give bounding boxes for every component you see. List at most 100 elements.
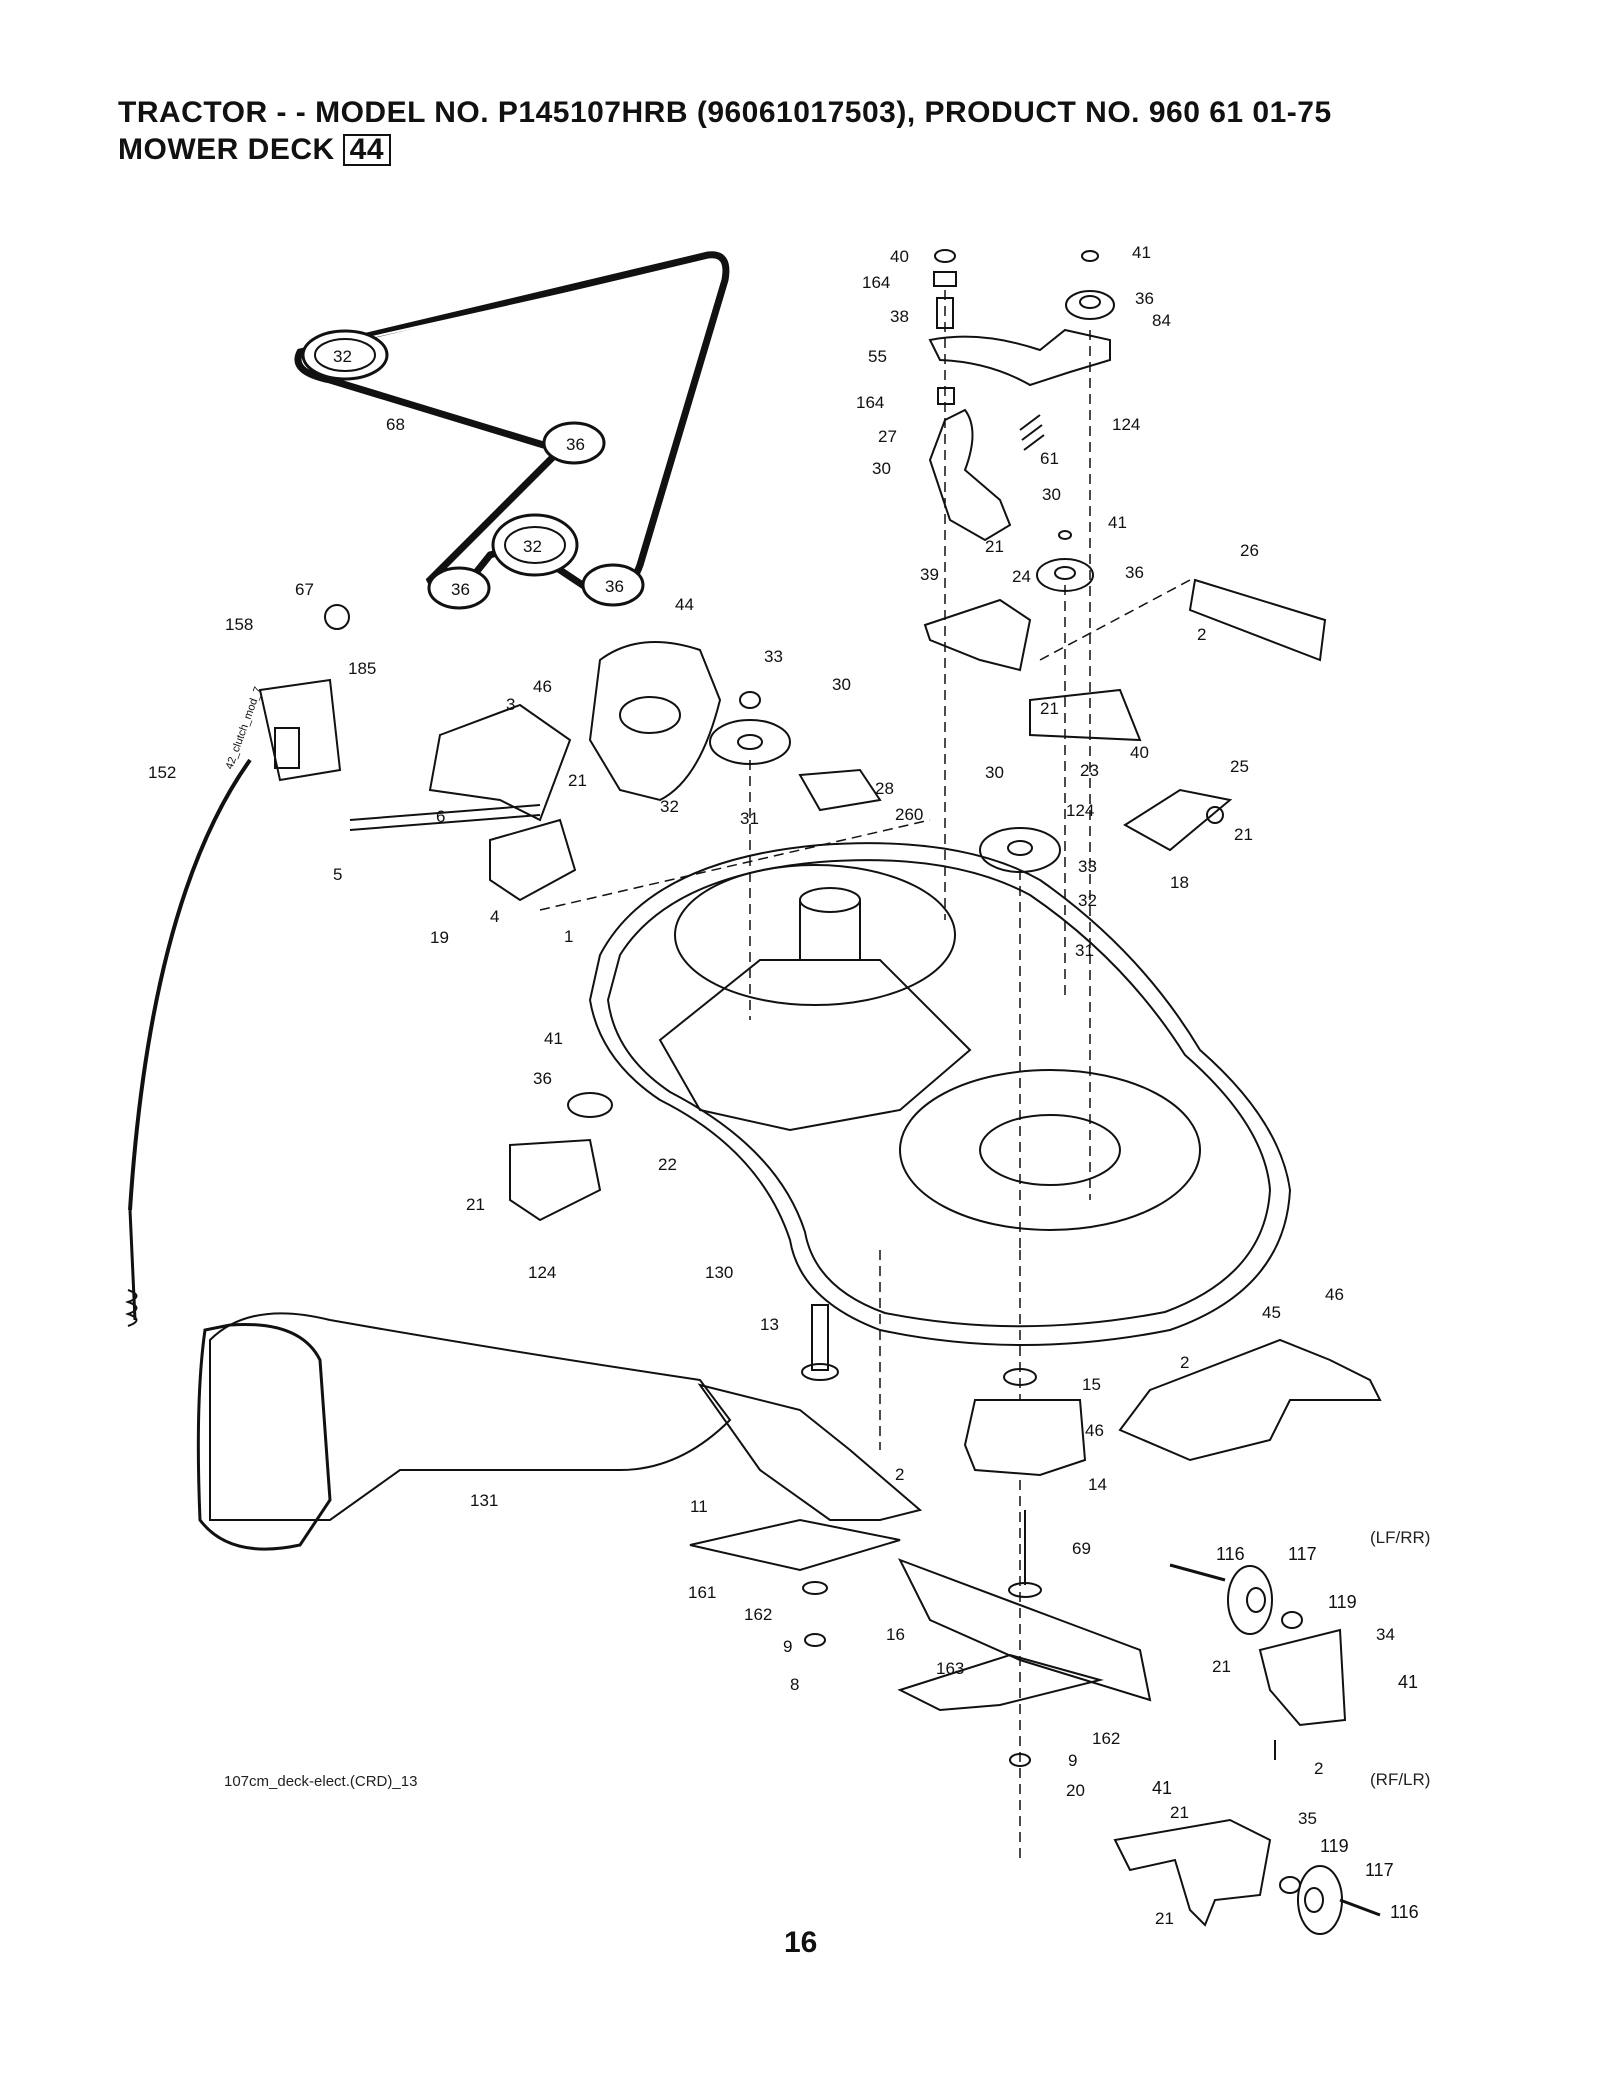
part-label: 32 [333, 347, 352, 366]
part-label: 41 [1108, 513, 1127, 532]
part-label: 22 [658, 1155, 677, 1174]
variant-label-rf-lr: (RF/LR) [1370, 1770, 1431, 1789]
gauge-wheel-assembly-rf [1113, 1818, 1381, 1935]
part-label: 20 [1066, 1781, 1085, 1800]
part-label: 14 [1088, 1475, 1107, 1494]
part-label: 24 [1012, 567, 1031, 586]
part-label: 119 [1320, 1836, 1349, 1856]
discharge-chute [196, 1312, 732, 1551]
part-label: 40 [890, 247, 909, 266]
part-label: 3 [506, 695, 515, 714]
part-label: 30 [872, 459, 891, 478]
part-label: 28 [875, 779, 894, 798]
part-label: 30 [1042, 485, 1061, 504]
part-label: 36 [1135, 289, 1154, 308]
part-label: 40 [1130, 743, 1149, 762]
part-label: 2 [1197, 625, 1206, 644]
part-label: 32 [1078, 891, 1097, 910]
part-label: 36 [451, 580, 470, 599]
part-label: 164 [856, 393, 884, 412]
part-label: 55 [868, 347, 887, 366]
spindles-and-blades [689, 1304, 1152, 1767]
cable-label: 42_clutch_mod_7 [224, 685, 265, 771]
part-label: 16 [886, 1625, 905, 1644]
part-label: 25 [1230, 757, 1249, 776]
part-label: 46 [533, 677, 552, 696]
part-label: 117 [1365, 1860, 1394, 1880]
part-label: 21 [1212, 1657, 1231, 1676]
part-label: 30 [985, 763, 1004, 782]
part-label: 31 [1075, 941, 1094, 960]
part-label: 38 [890, 307, 909, 326]
part-label: 35 [1298, 1809, 1317, 1828]
part-label: 30 [832, 675, 851, 694]
part-label: 61 [1040, 449, 1059, 468]
part-label: 44 [675, 595, 694, 614]
part-label: 84 [1152, 311, 1171, 330]
part-label: 46 [1325, 1285, 1344, 1304]
part-label: 36 [533, 1069, 552, 1088]
part-label: 34 [1376, 1625, 1395, 1644]
part-label: 260 [895, 805, 923, 824]
part-label: 162 [744, 1605, 772, 1624]
part-label: 33 [1078, 857, 1097, 876]
part-label: 117 [1288, 1544, 1317, 1564]
drive-belt-drawing [294, 251, 730, 610]
part-label: 19 [430, 928, 449, 947]
part-label: 185 [348, 659, 376, 678]
mower-deck-housing [588, 842, 1292, 1346]
part-label: 21 [466, 1195, 485, 1214]
part-label: 21 [1170, 1803, 1189, 1822]
part-label: 21 [985, 537, 1004, 556]
belt-shield [1118, 1338, 1382, 1462]
part-label: 130 [705, 1263, 733, 1282]
page-number: 16 [784, 1926, 818, 1959]
part-label: 33 [764, 647, 783, 666]
gauge-wheel-assembly-lf [1169, 1563, 1347, 1760]
part-label: 67 [295, 580, 314, 599]
part-labels: 32 36 32 36 36 68 40 164 38 55 164 41 36… [148, 243, 1419, 1928]
part-label: 36 [605, 577, 624, 596]
part-label: 131 [470, 1491, 498, 1510]
part-label: 124 [1112, 415, 1140, 434]
part-label: 5 [333, 865, 342, 884]
part-label: 45 [1262, 1303, 1281, 1322]
part-label: 124 [528, 1263, 556, 1282]
part-label: 9 [1068, 1751, 1077, 1770]
part-label: 21 [1155, 1909, 1174, 1928]
part-label: 11 [690, 1497, 708, 1516]
part-label: 15 [1082, 1375, 1101, 1394]
part-label: 13 [760, 1315, 779, 1334]
part-label: 124 [1066, 801, 1094, 820]
part-label: 32 [660, 797, 679, 816]
part-label: 8 [790, 1675, 799, 1694]
part-label: 32 [523, 537, 542, 556]
part-label: 41 [1132, 243, 1151, 262]
part-label: 1 [564, 927, 573, 946]
section-name: MOWER DECK [118, 133, 335, 166]
part-label: 26 [1240, 541, 1259, 560]
part-label: 31 [740, 809, 759, 828]
part-label: 18 [1170, 873, 1189, 892]
part-label: 68 [386, 415, 405, 434]
part-label: 163 [936, 1659, 964, 1678]
part-label: 162 [1092, 1729, 1120, 1748]
part-label: 2 [1180, 1353, 1189, 1372]
part-label: 36 [566, 435, 585, 454]
page-title: TRACTOR - - MODEL NO. P145107HRB (960610… [118, 96, 1332, 129]
part-label: 41 [544, 1029, 563, 1048]
part-label: 21 [1040, 699, 1059, 718]
part-label: 41 [1398, 1672, 1418, 1692]
variant-label-lf-rr: (LF/RR) [1370, 1528, 1431, 1547]
part-label: 2 [1314, 1759, 1323, 1778]
drawing-filename: 107cm_deck-elect.(CRD)_13 [224, 1773, 418, 1790]
part-label: 2 [895, 1465, 904, 1484]
mid-brackets [349, 641, 1061, 1222]
part-label: 36 [1125, 563, 1144, 582]
clutch-bracket-and-cable [124, 604, 350, 1327]
part-label: 39 [920, 565, 939, 584]
part-label: 116 [1216, 1544, 1245, 1564]
part-label: 21 [1234, 825, 1253, 844]
